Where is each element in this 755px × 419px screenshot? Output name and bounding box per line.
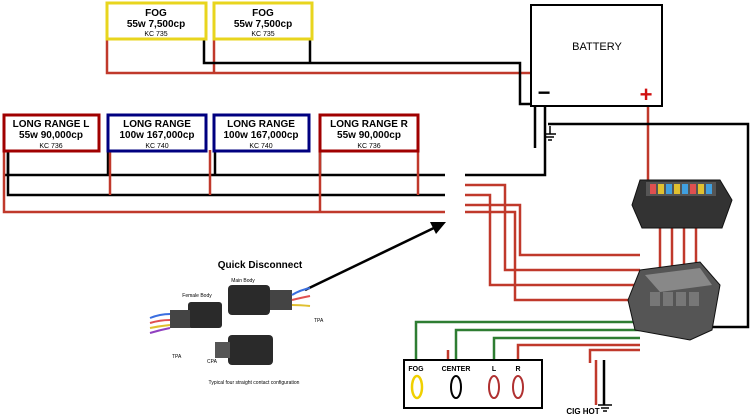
ground-icon (544, 126, 556, 141)
relay-block (627, 261, 721, 341)
fuse-icon (666, 184, 672, 194)
long-range-lamp-r: LONG RANGE R 55w 90,000cp KC 736 (318, 113, 420, 153)
lamp-model: KC 736 (357, 143, 380, 150)
left-switch[interactable] (488, 375, 500, 399)
fog-black-wire (202, 38, 537, 148)
fog-switch[interactable] (410, 374, 424, 400)
lr-red-wire (2, 150, 445, 214)
lamp-name: LONG RANGE (123, 119, 191, 130)
fog-red-wire (105, 38, 544, 84)
lamp-name: FOG (145, 8, 167, 19)
lamp-model: KC 735 (144, 31, 167, 38)
switch-label-center: CENTER (442, 366, 471, 373)
fog-lamp-right: FOG 55w 7,500cp KC 735 (212, 1, 314, 41)
long-range-lamp-2: LONG RANGE 100w 167,000cp KC 740 (212, 113, 311, 153)
long-range-lamp-l: LONG RANGE L 55w 90,000cp KC 736 (2, 113, 101, 153)
ground-to-relay (548, 122, 750, 329)
fuse-block (631, 179, 733, 229)
lamp-spec: 100w 167,000cp (223, 130, 298, 141)
quick-disconnect-title: Quick Disconnect (218, 260, 303, 271)
connector-icon (149, 285, 311, 365)
lamp-spec: 55w 7,500cp (234, 19, 292, 30)
battery: BATTERY − + (530, 4, 663, 107)
switch-wire-green (414, 320, 640, 363)
center-switch[interactable] (450, 375, 462, 399)
battery-positive-terminal: + (640, 82, 653, 107)
lamp-model: KC 740 (249, 143, 272, 150)
fuse-icon (706, 184, 712, 194)
right-switch[interactable] (512, 375, 524, 399)
lr-black-wire (6, 150, 445, 197)
lamp-name: FOG (252, 8, 274, 19)
fuse-icon (682, 184, 688, 194)
quick-disconnect-gap (445, 168, 465, 218)
lamp-name: LONG RANGE R (330, 119, 409, 130)
relay-icon (689, 292, 699, 306)
female-body-label: Female Body (182, 293, 212, 299)
lamp-model: KC 736 (39, 143, 62, 150)
relay-icon (650, 292, 660, 306)
quick-disconnect-arrow (304, 222, 446, 292)
lamp-spec: 55w 90,000cp (19, 130, 83, 141)
relay-icon (663, 292, 673, 306)
lamp-model: KC 735 (251, 31, 274, 38)
lamp-spec: 55w 7,500cp (127, 19, 185, 30)
fuse-icon (690, 184, 696, 194)
cpa-label: CPA (207, 359, 218, 365)
fuse-icon (650, 184, 656, 194)
long-range-lamp-1: LONG RANGE 100w 167,000cp KC 740 (106, 113, 208, 153)
lamp-spec: 55w 90,000cp (337, 130, 401, 141)
ground-icon (598, 404, 612, 412)
fuse-icon (674, 184, 680, 194)
lamp-name: LONG RANGE L (13, 119, 90, 130)
battery-negative-terminal: − (538, 80, 551, 105)
lamp-model: KC 740 (145, 143, 168, 150)
switch-panel: FOG CENTER L R (403, 359, 543, 409)
ground-run (465, 105, 547, 177)
switch-label-l: L (492, 366, 497, 373)
switch-label-fog: FOG (408, 366, 424, 373)
fog-lamp-left: FOG 55w 7,500cp KC 735 (105, 1, 208, 41)
quick-disconnect-illustration: Quick Disconnect Main Body Female Body T… (149, 260, 324, 386)
switch-label-r: R (515, 366, 520, 373)
quick-disconnect-caption: Typical four straight contact configurat… (209, 380, 300, 386)
lamp-spec: 100w 167,000cp (119, 130, 194, 141)
tpa-label-right: TPA (314, 318, 324, 324)
lamp-name: LONG RANGE (227, 119, 295, 130)
fuse-icon (658, 184, 664, 194)
battery-label: BATTERY (572, 41, 622, 53)
relay-icon (676, 292, 686, 306)
fuse-icon (698, 184, 704, 194)
cig-hot-label: CIG HOT (566, 407, 599, 416)
tpa-label-left: TPA (172, 354, 182, 360)
main-body-label: Main Body (231, 278, 255, 284)
